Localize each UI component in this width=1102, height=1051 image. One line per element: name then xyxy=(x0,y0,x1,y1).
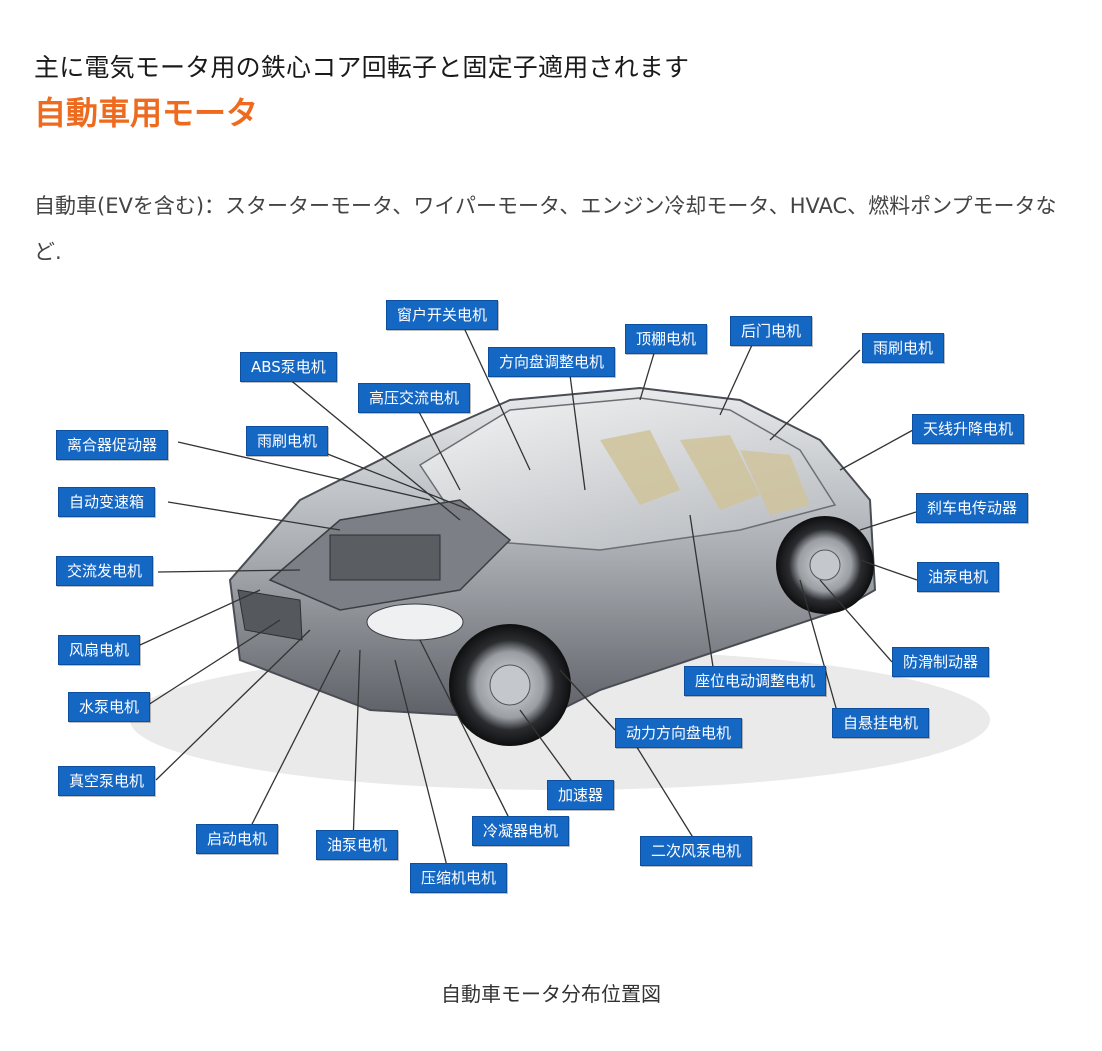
label-accelerator: 加速器 xyxy=(547,780,615,810)
description-text: 自動車(EVを含む)：スターターモータ、ワイパーモータ、エンジン冷却モータ、HV… xyxy=(34,194,1057,264)
label-roof-motor: 顶棚电机 xyxy=(625,324,708,354)
label-alternator: 交流发电机 xyxy=(56,556,154,586)
label-oil-pump-motor-rear: 油泵电机 xyxy=(917,562,1000,592)
label-window-switch-motor: 窗户开关电机 xyxy=(386,300,499,330)
label-wiper-motor-front: 雨刷电机 xyxy=(246,426,329,456)
label-steering-adjust-motor: 方向盘调整电机 xyxy=(488,347,616,377)
label-wiper-motor-rear: 雨刷电机 xyxy=(862,333,945,363)
motor-distribution-figure: 窗户开关电机 顶棚电机 后门电机 雨刷电机 方向盘调整电机 ABS泵电机 高压交… xyxy=(40,290,1062,930)
intro-text: 主に電気モータ用の鉄心コア回転子と固定子適用されます xyxy=(34,53,690,82)
label-secondary-air-pump-motor: 二次风泵电机 xyxy=(640,836,753,866)
label-starter-motor: 启动电机 xyxy=(196,824,279,854)
label-vacuum-pump-motor: 真空泵电机 xyxy=(58,766,156,796)
label-hv-ac-motor: 高压交流电机 xyxy=(358,383,471,413)
label-condenser-motor: 冷凝器电机 xyxy=(472,816,570,846)
label-auto-transmission: 自动变速箱 xyxy=(58,487,156,517)
label-clutch-actuator: 离合器促动器 xyxy=(56,430,169,460)
label-oil-pump-motor-front: 油泵电机 xyxy=(316,830,399,860)
label-compressor-motor: 压缩机电机 xyxy=(410,863,508,893)
label-suspension-motor: 自悬挂电机 xyxy=(832,708,930,738)
figure-caption: 自動車モータ分布位置図 xyxy=(441,982,661,1006)
label-brake-actuator: 刹车电传动器 xyxy=(916,493,1029,523)
section-heading: 自動車用モータ xyxy=(34,94,259,132)
label-power-steering-motor: 动力方向盘电机 xyxy=(615,718,743,748)
label-anti-skid-brake: 防滑制动器 xyxy=(892,647,990,677)
label-seat-adjust-motor: 座位电动调整电机 xyxy=(684,666,827,696)
car-illustration xyxy=(130,329,990,879)
label-rear-door-motor: 后门电机 xyxy=(730,316,813,346)
label-water-pump-motor: 水泵电机 xyxy=(68,692,151,722)
label-abs-pump-motor: ABS泵电机 xyxy=(240,352,337,382)
label-fan-motor: 风扇电机 xyxy=(58,635,141,665)
label-antenna-lift-motor: 天线升降电机 xyxy=(912,414,1025,444)
